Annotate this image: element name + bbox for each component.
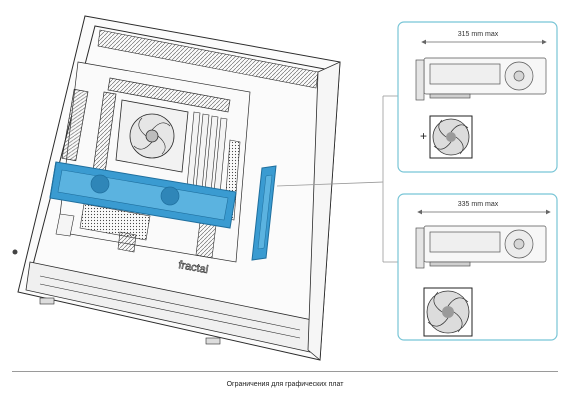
offset-fan-icon bbox=[429, 115, 473, 159]
front-fan-highlight bbox=[251, 165, 277, 261]
caption-divider bbox=[12, 371, 558, 372]
gpu-fan-icon bbox=[90, 174, 110, 194]
callout-connectors bbox=[276, 95, 398, 263]
gpu-side-view bbox=[415, 57, 547, 101]
cpu-cooler bbox=[115, 99, 189, 173]
graphics-card-highlight bbox=[49, 161, 237, 229]
callout-panel-1: 315 mm max + bbox=[397, 21, 558, 173]
expansion-area bbox=[55, 203, 151, 253]
brand-mark: fractal bbox=[177, 259, 209, 276]
figure-caption: Ограничения для графических плат bbox=[226, 381, 344, 388]
callout-panel-2: 335 mm max bbox=[397, 193, 558, 341]
ram-slots bbox=[185, 111, 228, 205]
gpu-fan-icon bbox=[160, 186, 180, 206]
centered-fan-icon bbox=[423, 287, 473, 337]
gpu-side-view bbox=[415, 225, 547, 269]
length-label: 315 mm max bbox=[458, 31, 499, 38]
length-label: 335 mm max bbox=[458, 201, 499, 208]
plus-sign: + bbox=[420, 129, 427, 143]
